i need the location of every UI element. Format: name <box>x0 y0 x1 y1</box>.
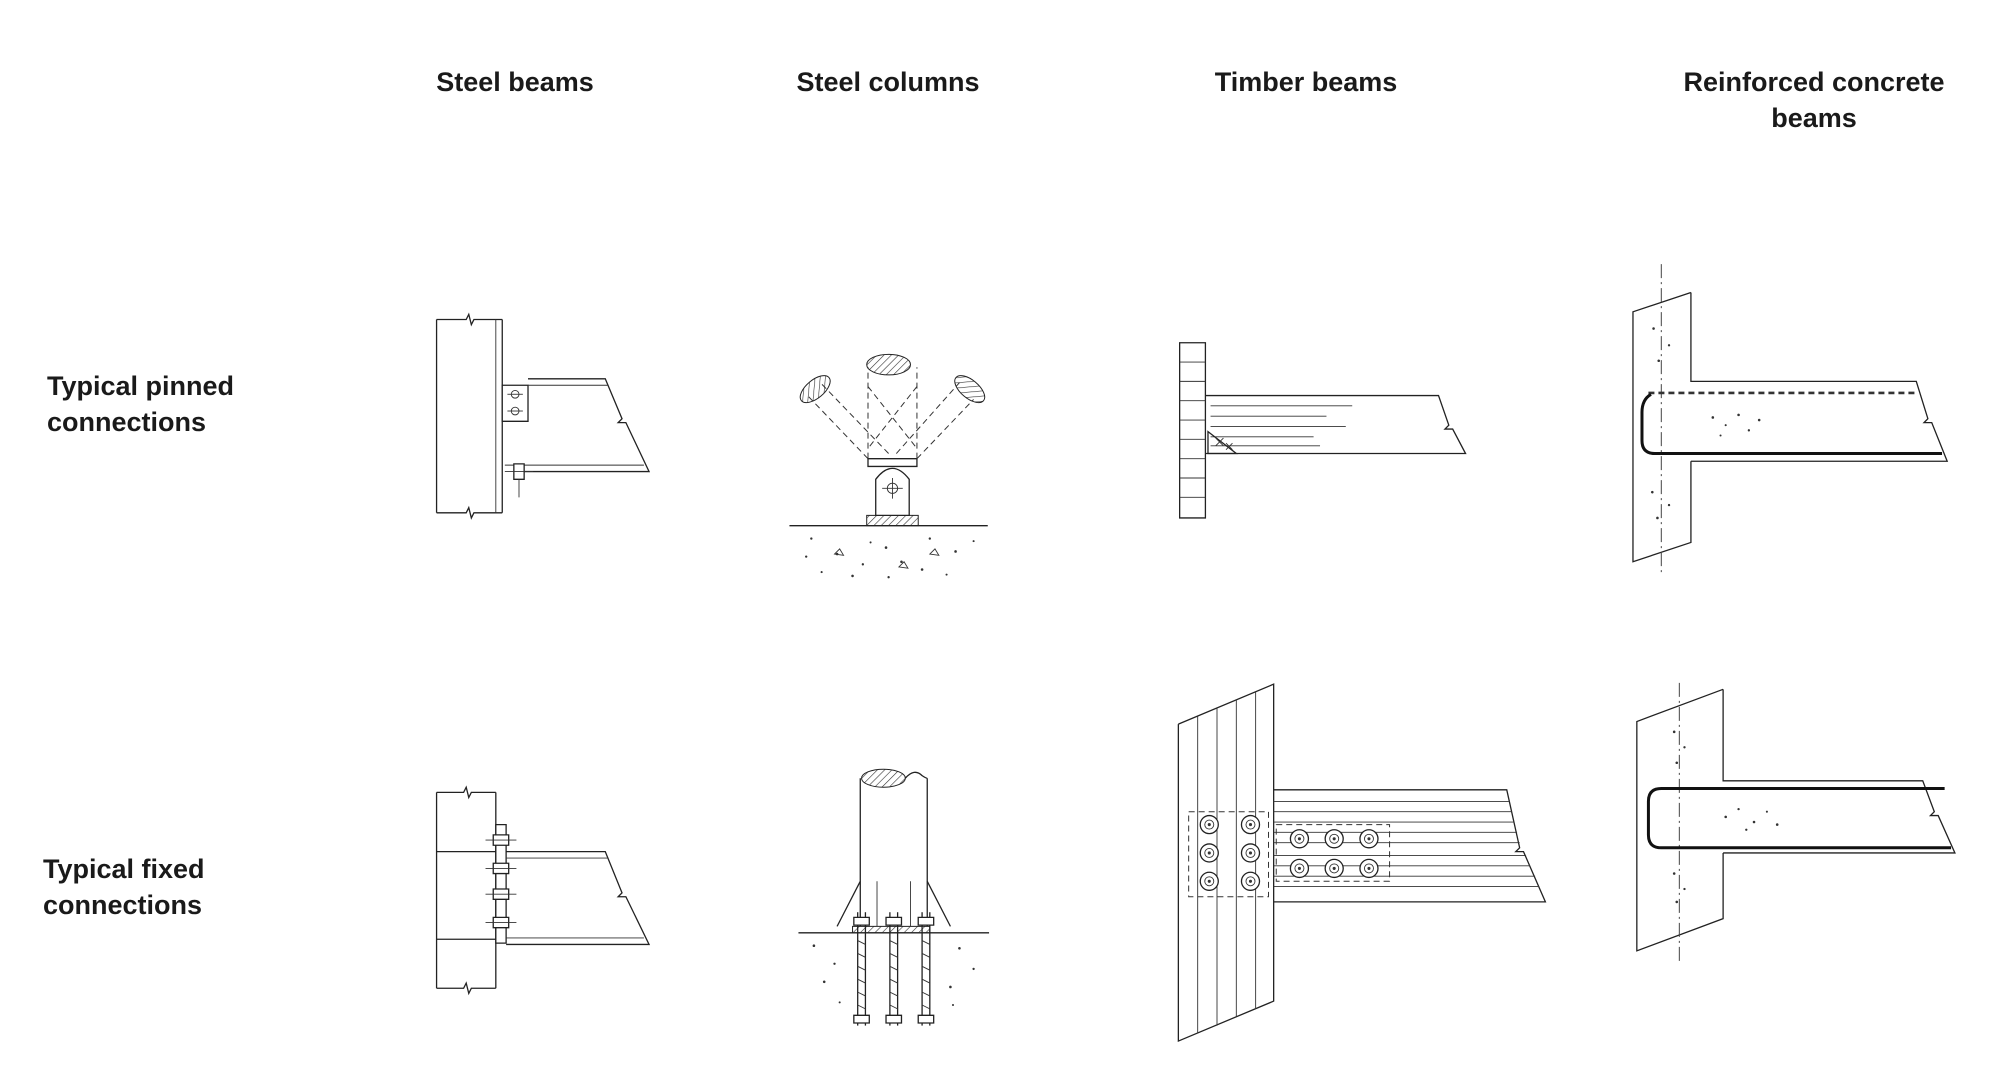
column-header-steel-columns: Steel columns <box>796 67 980 97</box>
concrete-beam-fixed-drawing <box>1637 683 1955 964</box>
row-header-fixed: Typical fixed connections <box>43 854 205 920</box>
steel-column-fixed-drawing <box>798 769 989 1025</box>
concrete-beam-pinned-drawing <box>1633 264 1947 573</box>
timber-beam-fixed-drawing <box>1178 684 1545 1041</box>
column-header-reinforced-concrete-beams: Reinforced concrete beams <box>1683 67 1945 133</box>
timber-beam-pinned-drawing <box>1180 343 1466 518</box>
column-header-timber-beams: Timber beams <box>1214 67 1398 97</box>
steel-column-pinned-drawing <box>789 354 989 579</box>
steel-beam-pinned-drawing <box>437 314 649 518</box>
column-header-steel-beams: Steel beams <box>436 67 594 97</box>
steel-beam-fixed-drawing <box>437 787 649 993</box>
row-header-pinned: Typical pinned connections <box>47 371 235 437</box>
